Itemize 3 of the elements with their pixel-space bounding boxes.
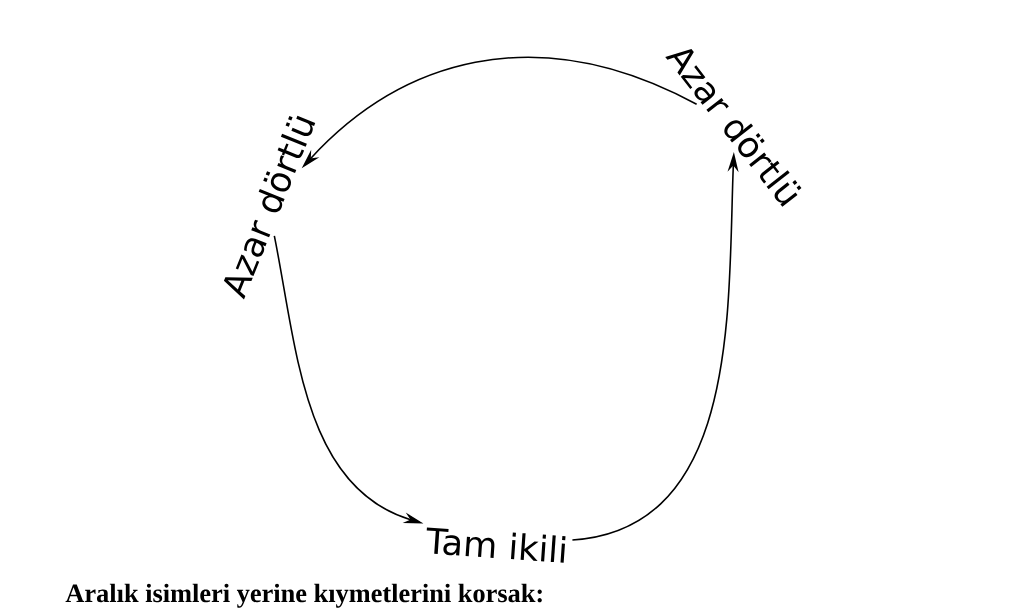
caption-text: Aralık isimleri yerine kıymetlerini korsak: [65,583,542,608]
node-label: Tam ikili [426,527,566,563]
node-label: Azar dörtlü [223,115,316,300]
